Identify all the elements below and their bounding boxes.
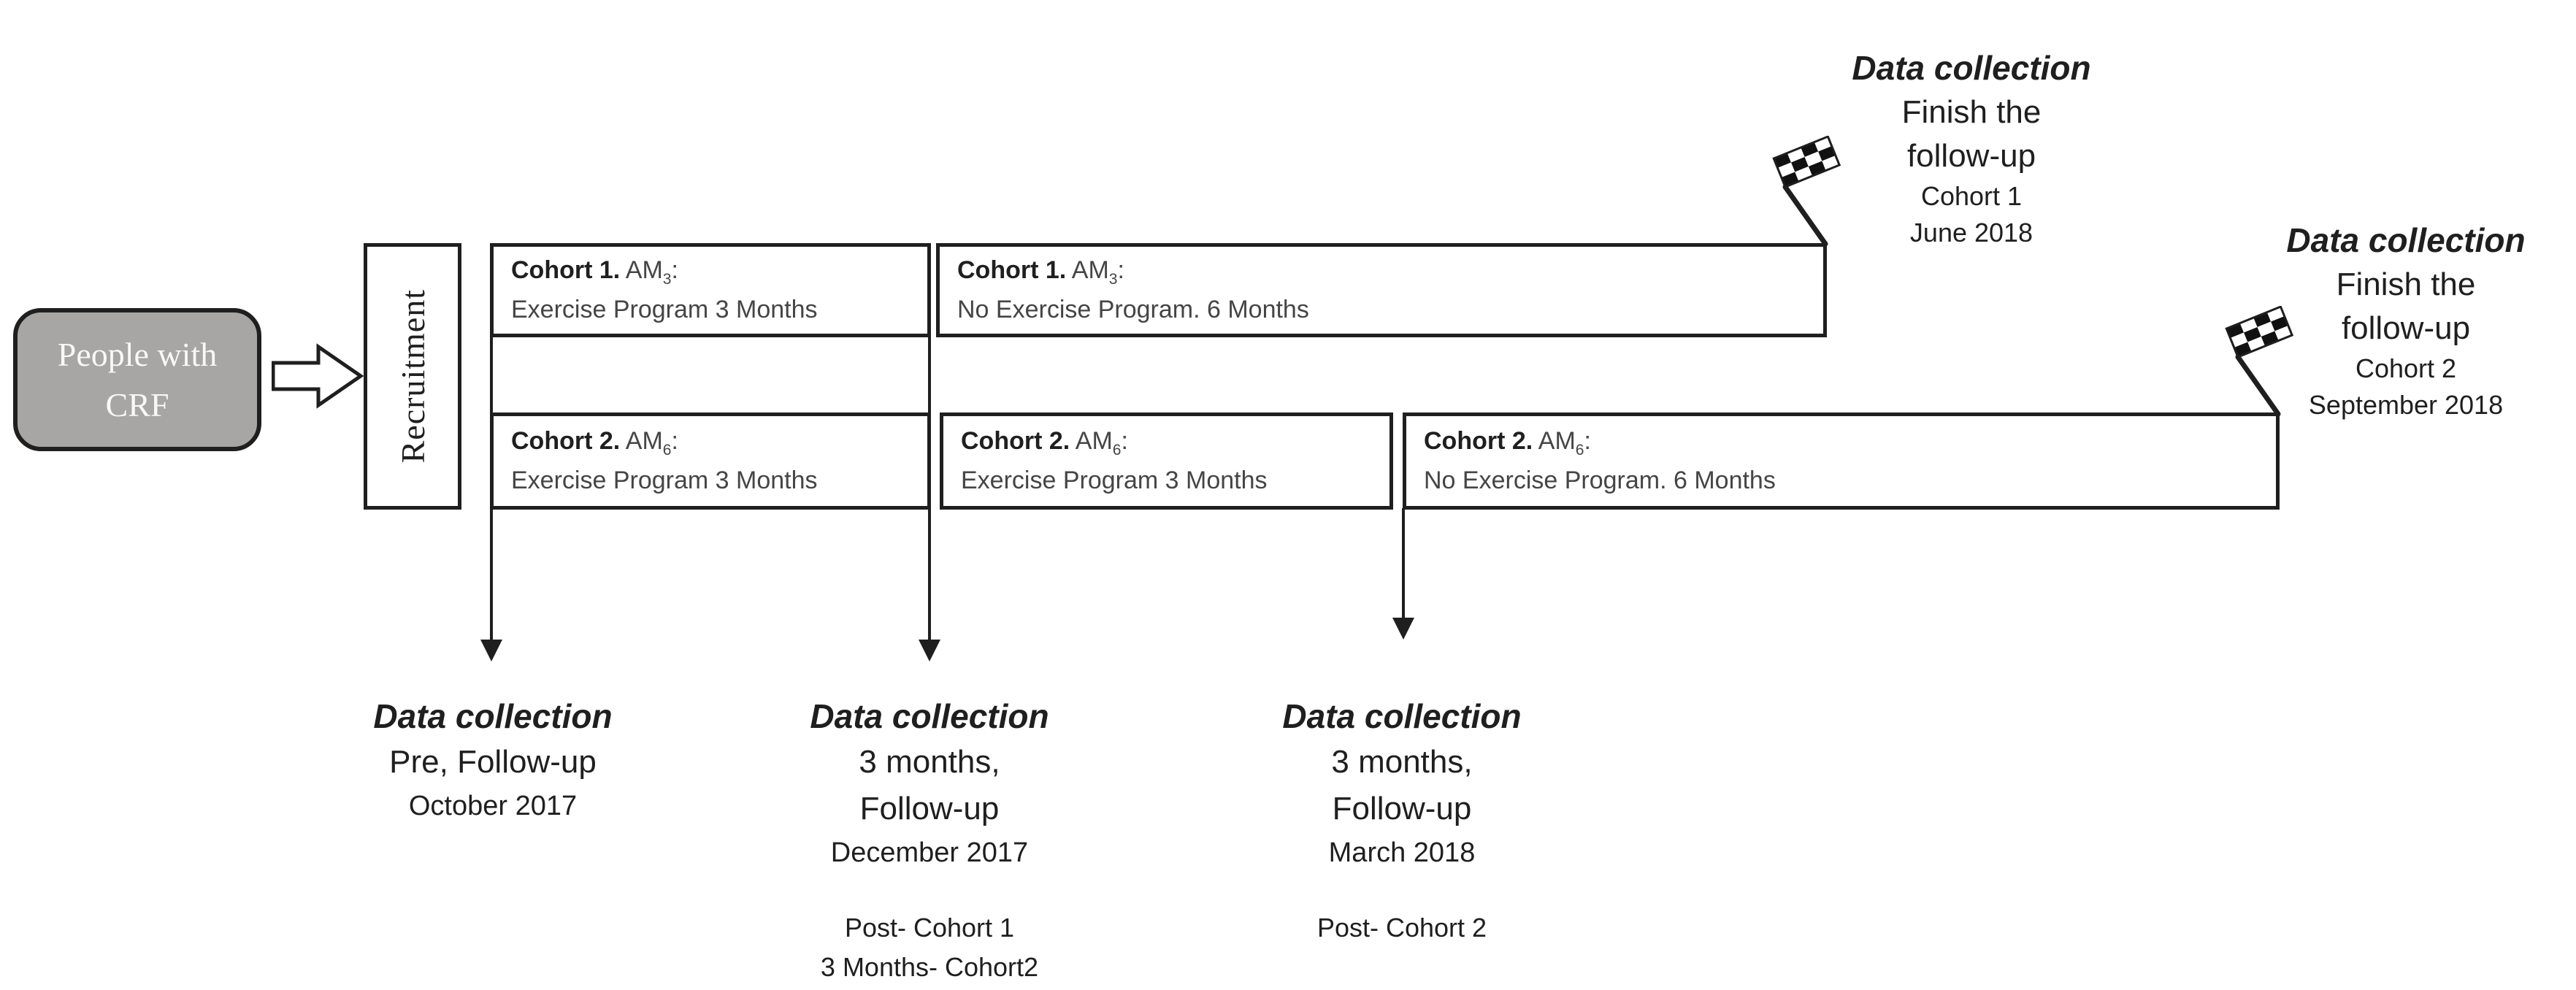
milestone-title: Data collection [1852, 49, 2091, 87]
arrow-head-icon [480, 640, 502, 661]
milestone-line: Finish the [1901, 94, 2042, 130]
spacer [1241, 873, 1563, 908]
milestone-line: Finish the [2336, 266, 2476, 302]
cohort2-phase2-program: Exercise Program 3 Months [961, 467, 1268, 495]
annotation-note: Post- Cohort 2 [1316, 913, 1487, 943]
finish-milestone-cohort2: Data collection Finish the follow-up Coh… [2260, 218, 2552, 423]
people-box-line1: People with [57, 336, 218, 373]
arrow-head-icon [1392, 618, 1414, 640]
spacer [769, 873, 1090, 908]
connector-line [490, 336, 493, 414]
annotation-line: Follow-up [1332, 791, 1472, 826]
recruitment-label: Recruitment [394, 289, 432, 464]
annotation-date: March 2018 [1328, 837, 1476, 868]
cohort2-phase3-program: No Exercise Program. 6 Months [1424, 467, 1776, 495]
checkered-flag-icon [2225, 306, 2294, 417]
timeline-arrow-shaft [490, 508, 493, 641]
annotation-note: 3 Months- Cohort2 [820, 952, 1039, 982]
annotation-line: Follow-up [859, 791, 1000, 826]
connector-line [928, 336, 931, 414]
annotation-line: Pre, Follow-up [389, 744, 597, 780]
data-collection-annotation-1: Data collection Pre, Follow-up October 2… [332, 694, 653, 826]
milestone-date: June 2018 [1909, 218, 2033, 248]
milestone-line: follow-up [1906, 138, 2036, 174]
people-with-crf-box: People with CRF [13, 308, 261, 451]
annotation-title: Data collection [1282, 697, 1522, 735]
finish-milestone-cohort1: Data collection Finish the follow-up Coh… [1833, 45, 2110, 251]
cohort1-phase1-program: Exercise Program 3 Months [511, 296, 818, 324]
cohort1-phase1-title: Cohort 1. AM3: [511, 256, 678, 288]
annotation-note: Post- Cohort 1 [844, 913, 1015, 943]
data-collection-annotation-2: Data collection 3 months, Follow-up Dece… [769, 694, 1090, 987]
checkered-flag-icon [1772, 136, 1841, 247]
cohort2-phase3-box: Cohort 2. AM6: No Exercise Program. 6 Mo… [1403, 412, 2280, 510]
cohort1-phase1-box: Cohort 1. AM3: Exercise Program 3 Months [490, 243, 931, 337]
people-box-line2: CRF [105, 386, 169, 423]
milestone-line: follow-up [2341, 310, 2471, 346]
cohort2-phase2-title: Cohort 2. AM6: [961, 427, 1128, 458]
cohort1-phase2-box: Cohort 1. AM3: No Exercise Program. 6 Mo… [936, 243, 1827, 337]
annotation-date: December 2017 [830, 837, 1029, 868]
annotation-title: Data collection [810, 697, 1049, 735]
cohort2-phase3-title: Cohort 2. AM6: [1424, 427, 1591, 458]
annotation-date: October 2017 [408, 791, 578, 821]
flow-right-arrow-icon [272, 343, 364, 409]
cohort1-phase2-program: No Exercise Program. 6 Months [957, 296, 1309, 324]
timeline-arrow-shaft [1402, 508, 1405, 619]
cohort2-phase1-title: Cohort 2. AM6: [511, 427, 678, 458]
milestone-cohort: Cohort 1 [1920, 181, 2023, 211]
cohort1-phase2-title: Cohort 1. AM3: [957, 256, 1124, 288]
timeline-arrow-shaft [928, 508, 931, 641]
milestone-cohort: Cohort 2 [2355, 353, 2457, 383]
annotation-line: 3 months, [1331, 744, 1473, 780]
recruitment-box: Recruitment [364, 243, 461, 510]
cohort2-phase2-box: Cohort 2. AM6: Exercise Program 3 Months [940, 412, 1393, 510]
arrow-head-icon [919, 640, 940, 661]
annotation-line: 3 months, [859, 744, 1000, 780]
cohort2-phase1-box: Cohort 2. AM6: Exercise Program 3 Months [490, 412, 931, 510]
cohort2-phase1-program: Exercise Program 3 Months [511, 467, 818, 495]
data-collection-annotation-3: Data collection 3 months, Follow-up Marc… [1241, 694, 1563, 948]
annotation-title: Data collection [373, 697, 613, 735]
milestone-title: Data collection [2286, 221, 2526, 259]
milestone-date: September 2018 [2308, 390, 2504, 420]
